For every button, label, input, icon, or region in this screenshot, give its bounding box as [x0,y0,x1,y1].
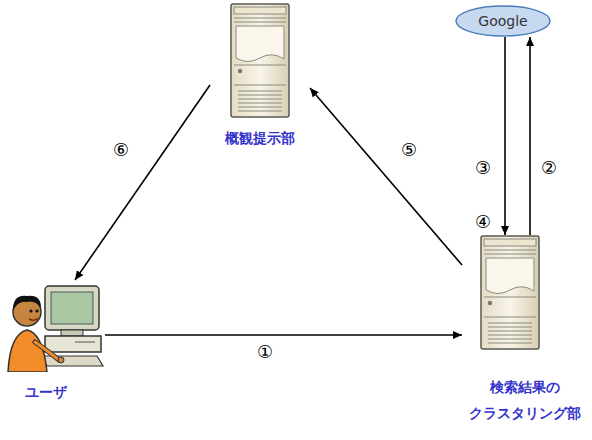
flow-arrow [529,37,531,235]
flow-arrow [75,85,210,280]
step-number: ② [540,158,558,178]
server-node: 検索結果の クラスタリング部 [462,235,588,426]
step-number: ⑥ [112,140,130,160]
flow-arrow [504,37,506,235]
service-node: Google [455,5,551,37]
step-number: ③ [474,158,492,178]
component-label: ユーザ [5,382,105,402]
step-number: ⑤ [400,140,418,160]
user-node: ユーザ [5,280,105,402]
step-number: ④ [474,212,492,232]
server-icon [480,235,540,350]
server-icon [230,3,290,118]
user-at-computer-icon [5,280,105,372]
service-name: Google [455,5,551,37]
component-label: 概観提示部 [210,128,310,148]
step-number: ① [256,342,274,362]
component-label: 検索結果の クラスタリング部 [462,374,588,426]
flow-arrow [310,88,462,265]
server-node: 概観提示部 [210,3,310,148]
flow-arrow [105,334,462,336]
